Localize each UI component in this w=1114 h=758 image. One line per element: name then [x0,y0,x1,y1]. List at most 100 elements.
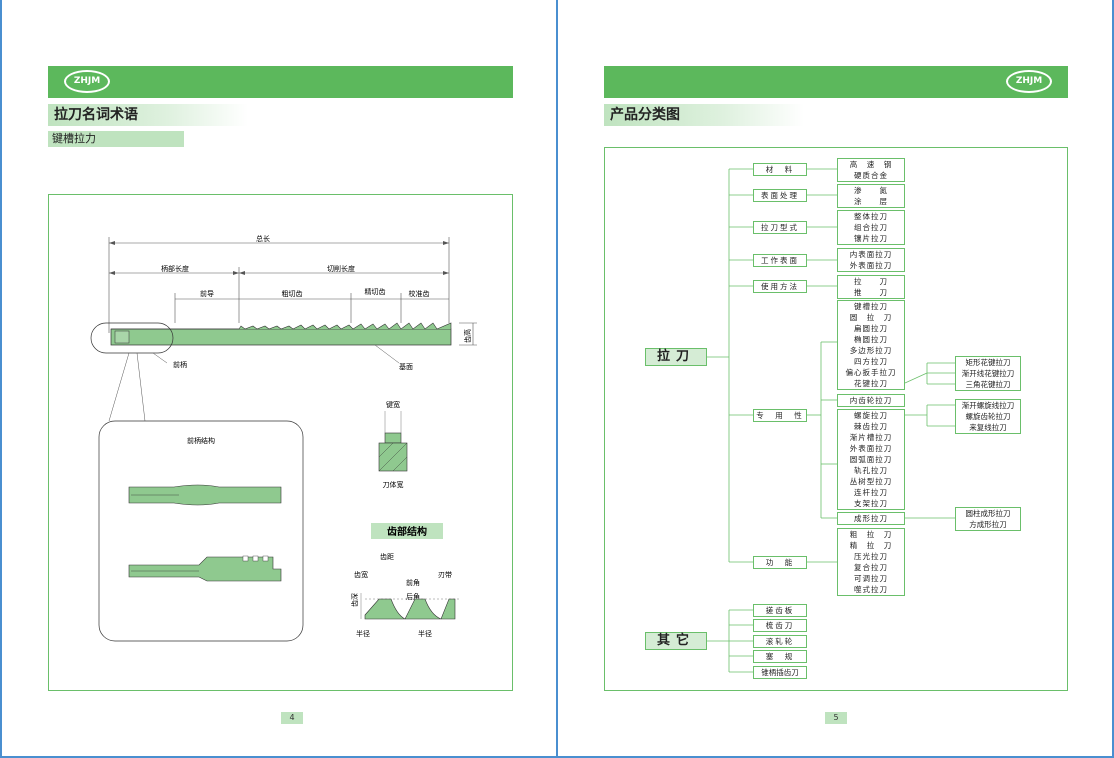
key-section-top [384,432,402,444]
list-item: 圆 拉 刀 [849,313,893,322]
list-item: 渗 氮 [854,186,888,195]
list-item: 连杆拉刀 [854,488,888,497]
other-item: 滚轧轮 [753,635,807,648]
list-item: 组合拉刀 [854,223,888,232]
list-item: 渐开线花键拉刀 [961,369,1015,378]
label-total-length: 总长 [256,234,270,243]
list-item: 整体拉刀 [854,212,888,221]
label-radius-left: 半径 [356,629,370,638]
label-rake-angle: 前角 [406,578,420,587]
root-other: 其它 [645,632,707,650]
list-item: 高 速 钢 [849,160,893,169]
label-rough-teeth: 粗切齿 [282,289,303,298]
cat-surface: 表面处理 [753,189,807,202]
list-item: 圆弧面拉刀 [849,455,893,464]
label-clearance-angle: 后角 [406,592,420,601]
list-item: 棘齿拉刀 [854,422,888,431]
label-front-shank: 前柄 [173,360,187,369]
tree-connector-lines [707,168,955,673]
label-tooth-pitch: 齿距 [380,553,394,561]
zhjm-logo: ZHJM [1006,70,1052,93]
label-front-guide: 前导 [200,289,214,298]
cat-work-surface: 工作表面 [753,254,807,267]
list-item: 复合拉刀 [854,563,888,572]
list-item: 推 刀 [854,288,888,297]
forming-items: 圆柱成形拉刀 方成形拉刀 [955,507,1021,531]
list-item: 键槽拉刀 [854,302,888,311]
other-item: 锥柄插齿刀 [753,666,807,679]
list-item: 噬式拉刀 [854,585,888,594]
list-item: 丛树型拉刀 [849,477,893,486]
list-item: 内齿轮拉刀 [849,396,893,405]
other-item: 梳齿刀 [753,619,807,632]
list-item: 渐片槽拉刀 [849,433,893,442]
list-item: 涂 层 [854,197,888,206]
tooth-structure-label-bg [371,523,443,539]
list-item: 来复线拉刀 [969,423,1007,432]
label-calibrate-teeth: 校准齿 [409,289,430,298]
list-item: 支架拉刀 [854,499,888,508]
label-shank-length: 柄部长度 [161,264,189,273]
zhjm-logo: ZHJM [64,70,110,93]
list-item: 外表面拉刀 [849,444,893,453]
label-tooth-height: 齿高 [463,329,472,343]
shank-detail-box [98,420,304,642]
page-title: 拉刀名词术语 [48,104,248,126]
label-radius-right: 半径 [418,629,432,638]
list-item: 轨孔拉刀 [854,466,888,475]
cat-function: 功 能 [753,556,807,569]
special-items-b: 内齿轮拉刀 [837,394,905,407]
type-items: 整体拉刀 组合拉刀 镶片拉刀 [837,210,905,245]
label-front-shank-structure: 前柄结构 [187,436,215,445]
special-items-a: 键槽拉刀 圆 拉 刀 扁圆拉刀 椭圆拉刀 多边形拉刀 四方拉刀 偏心扳手拉刀 花… [837,300,905,390]
list-item: 成形拉刀 [854,514,888,523]
header-bar: ZHJM [604,66,1068,98]
root-broach: 拉刀 [645,348,707,366]
list-item: 椭圆拉刀 [854,335,888,344]
work-items: 内表面拉刀 外表面拉刀 [837,248,905,272]
list-item: 可调拉刀 [854,574,888,583]
page-title: 产品分类图 [604,104,804,126]
list-item: 花键拉刀 [854,379,888,388]
method-items: 拉 刀 推 刀 [837,275,905,299]
label-finish-teeth: 精切齿 [365,287,386,296]
cat-type: 拉刀型式 [753,221,807,234]
label-tooth-depth: 齿深 [350,593,359,607]
list-item: 内表面拉刀 [849,250,893,259]
tooth-profile [364,598,456,620]
list-item: 镶片拉刀 [854,234,888,243]
label-base-face: 基面 [399,362,413,371]
list-item: 扁圆拉刀 [854,324,888,333]
label-body-width: 刀体宽 [383,480,404,489]
list-item: 硬质合金 [854,171,888,180]
shank-top-view [128,556,282,582]
cat-method: 使用方法 [753,280,807,293]
material-items: 高 速 钢 硬质合金 [837,158,905,182]
list-item: 方成形拉刀 [969,520,1007,529]
surface-items: 渗 氮 涂 层 [837,184,905,208]
list-item: 渐开螺旋线拉刀 [961,401,1015,410]
broach-teeth [111,322,452,330]
other-item: 搓齿板 [753,604,807,617]
label-land: 刃带 [438,571,452,579]
special-items-d: 成形拉刀 [837,512,905,525]
other-item: 塞 规 [753,650,807,663]
tree-frame: 拉刀 其它 材 料 表面处理 拉刀型式 工作表面 使用方法 专 用 性 功 能 … [604,147,1068,691]
label-tooth-width: 齿宽 [354,570,368,579]
left-page: ZHJM 拉刀名词术语 键槽拉力 [0,0,557,758]
right-page: ZHJM 产品分类图 [557,0,1114,758]
page-number: 5 [825,712,847,724]
list-item: 螺旋齿轮拉刀 [965,412,1011,421]
special-items-c: 螺旋拉刀 棘齿拉刀 渐片槽拉刀 外表面拉刀 圆弧面拉刀 轨孔拉刀 丛树型拉刀 连… [837,409,905,510]
cat-material: 材 料 [753,163,807,176]
function-items: 粗 拉 刀 精 拉 刀 压光拉刀 复合拉刀 可调拉刀 噬式拉刀 [837,528,905,596]
broach-body [110,328,452,346]
list-item: 四方拉刀 [854,357,888,366]
list-item: 矩形花键拉刀 [965,358,1011,367]
list-item: 三角花键拉刀 [965,380,1011,389]
list-item: 粗 拉 刀 [849,530,893,539]
spline-items: 矩形花键拉刀 渐开线花键拉刀 三角花键拉刀 [955,356,1021,391]
list-item: 多边形拉刀 [849,346,893,355]
helical-items: 渐开螺旋线拉刀 螺旋齿轮拉刀 来复线拉刀 [955,399,1021,434]
list-item: 圆柱成形拉刀 [965,509,1011,518]
